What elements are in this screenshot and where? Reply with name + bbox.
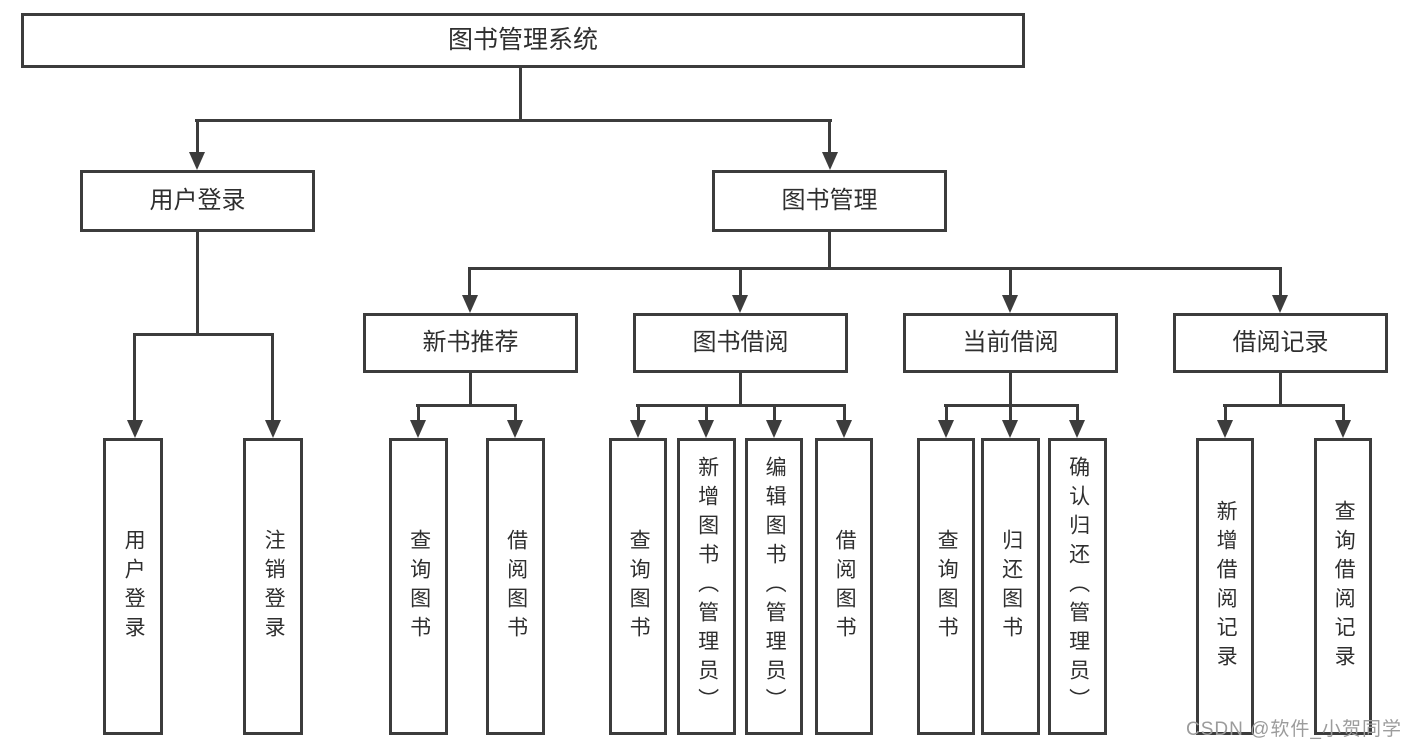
arrow-down-icon [630, 420, 646, 438]
connector-line [705, 404, 708, 422]
connector-line [945, 404, 948, 422]
node-label: 新增借阅记录 [1214, 499, 1238, 674]
node-label: 借阅记录 [1232, 329, 1329, 357]
node-label: 查询图书 [935, 528, 959, 645]
node-query-books-current: 查询图书 [917, 438, 975, 735]
node-new-book-recommend: 新书推荐 [363, 313, 578, 373]
node-label: 用户登录 [149, 187, 246, 215]
node-add-borrowing-record: 新增借阅记录 [1196, 438, 1254, 735]
node-root: 图书管理系统 [21, 13, 1025, 68]
connector-line [1224, 404, 1227, 422]
node-label: 查询图书 [627, 528, 651, 645]
node-label: 借阅图书 [504, 528, 528, 645]
node-label: 查询借阅记录 [1332, 499, 1356, 674]
arrow-down-icon [1069, 420, 1085, 438]
arrow-down-icon [938, 420, 954, 438]
arrow-down-icon [127, 420, 143, 438]
connector-line [195, 119, 832, 122]
connector-line [469, 371, 472, 407]
node-label: 注销登录 [262, 528, 286, 645]
node-label: 确认归还（管理员） [1066, 456, 1090, 717]
connector-line [1342, 404, 1345, 422]
connector-line [739, 267, 742, 297]
arrow-down-icon [265, 420, 281, 438]
connector-line [468, 267, 1282, 270]
connector-line [1223, 404, 1344, 407]
node-label: 借阅图书 [833, 528, 857, 645]
arrow-down-icon [189, 152, 205, 170]
arrow-down-icon [822, 152, 838, 170]
connector-line [739, 371, 742, 407]
connector-line [1009, 267, 1012, 297]
arrow-down-icon [462, 295, 478, 313]
connector-line [417, 404, 420, 422]
node-edit-books-admin: 编辑图书（管理员） [745, 438, 803, 735]
connector-line [828, 119, 831, 154]
node-borrow-books-borrowing: 借阅图书 [815, 438, 873, 735]
node-book-management: 图书管理 [712, 170, 947, 232]
arrow-down-icon [766, 420, 782, 438]
node-label: 用户登录 [122, 528, 146, 645]
node-label: 新增图书（管理员） [695, 456, 719, 717]
connector-line [636, 404, 846, 407]
connector-line [843, 404, 846, 422]
arrow-down-icon [1217, 420, 1233, 438]
arrow-down-icon [732, 295, 748, 313]
arrow-down-icon [1002, 420, 1018, 438]
node-query-borrowing-record: 查询借阅记录 [1314, 438, 1372, 735]
node-current-borrowing: 当前借阅 [903, 313, 1118, 373]
node-query-books-borrowing: 查询图书 [609, 438, 667, 735]
connector-line [1279, 371, 1282, 407]
connector-line [196, 230, 199, 336]
node-user-login-group: 用户登录 [80, 170, 315, 232]
connector-line [1009, 371, 1012, 407]
connector-line [133, 333, 136, 422]
arrow-down-icon [698, 420, 714, 438]
connector-line [828, 230, 831, 270]
node-return-books: 归还图书 [981, 438, 1040, 735]
node-label: 图书管理系统 [447, 26, 598, 55]
node-borrow-books-recommend: 借阅图书 [486, 438, 545, 735]
arrow-down-icon [410, 420, 426, 438]
connector-line [271, 333, 274, 422]
csdn-watermark: CSDN @软件_小贺同学 [1186, 719, 1402, 740]
node-label: 图书管理 [781, 187, 878, 215]
node-add-books-admin: 新增图书（管理员） [677, 438, 736, 735]
node-query-books-recommend: 查询图书 [389, 438, 448, 735]
node-label: 查询图书 [407, 528, 431, 645]
node-label: 图书借阅 [692, 329, 789, 357]
arrow-down-icon [1335, 420, 1351, 438]
connector-line [196, 119, 199, 154]
connector-line [416, 404, 517, 407]
node-borrowing-records: 借阅记录 [1173, 313, 1388, 373]
node-user-login: 用户登录 [103, 438, 163, 735]
node-label: 当前借阅 [962, 329, 1059, 357]
connector-line [637, 404, 640, 422]
arrow-down-icon [507, 420, 523, 438]
connector-line [1076, 404, 1079, 422]
node-label: 编辑图书（管理员） [763, 456, 787, 717]
node-confirm-return-admin: 确认归还（管理员） [1048, 438, 1107, 735]
node-book-borrowing: 图书借阅 [633, 313, 848, 373]
connector-line [519, 66, 522, 122]
arrow-down-icon [1272, 295, 1288, 313]
arrow-down-icon [1002, 295, 1018, 313]
arrow-down-icon [836, 420, 852, 438]
connector-line [133, 333, 274, 336]
connector-line [468, 267, 471, 297]
connector-line [773, 404, 776, 422]
connector-line [1009, 404, 1012, 422]
node-logout: 注销登录 [243, 438, 303, 735]
node-label: 新书推荐 [422, 329, 519, 357]
connector-line [1279, 267, 1282, 297]
connector-line [514, 404, 517, 422]
node-label: 归还图书 [999, 528, 1023, 645]
